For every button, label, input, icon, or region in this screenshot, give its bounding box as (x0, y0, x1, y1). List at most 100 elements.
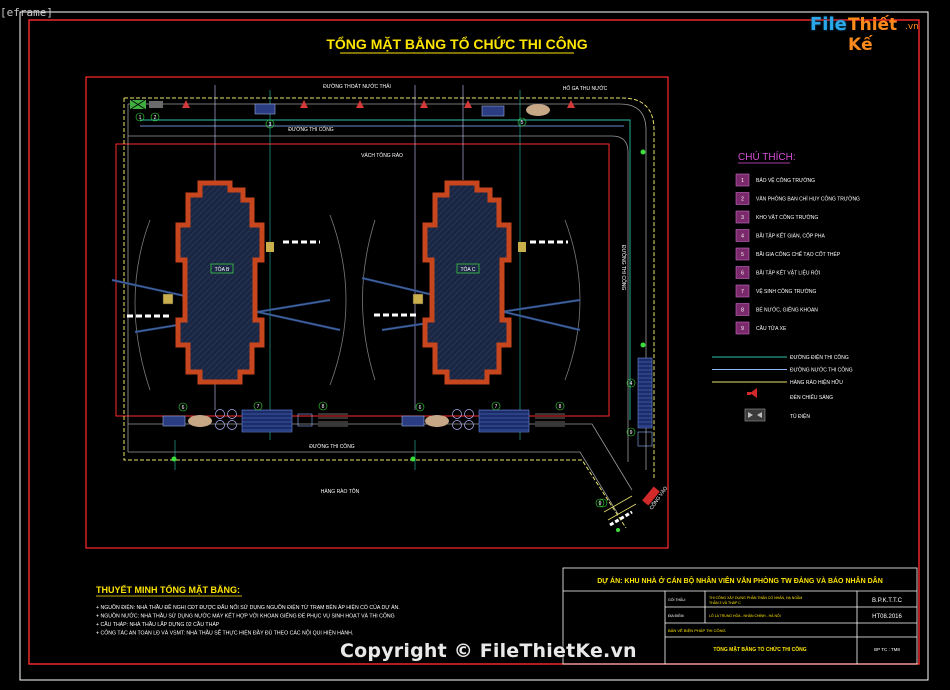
marker-right-2: 9 (595, 498, 605, 508)
marker-right-1: 9 (626, 427, 636, 437)
legend-num: 8 (741, 308, 744, 314)
title-block (562, 567, 918, 665)
marker-top-2: 3 (265, 119, 275, 129)
building-a (175, 180, 265, 385)
svg-text:ĐỊA ĐIỂM:: ĐỊA ĐIỂM: (668, 613, 684, 618)
svg-text:8: 8 (322, 404, 325, 410)
hoist-1 (266, 242, 274, 252)
legend-label: BÃI TẬP KẾT GIÀN, CỐP PHA (756, 233, 825, 240)
legend-lines: ĐƯỜNG ĐIỆN THI CÔNG ĐƯỜNG NƯỚC THI CÔNG HÀ… (712, 353, 853, 386)
legend-num: 1 (741, 178, 744, 184)
fence-bottom (123, 98, 627, 529)
gate-area: CỔNG VÀO (598, 485, 669, 532)
notes-heading: THUYẾT MINH TỔNG MẶT BẰNG: (96, 584, 240, 595)
svg-text:BẢN VẼ BIỆN PHÁP THI CÔNG: BẢN VẼ BIỆN PHÁP THI CÔNG (668, 628, 726, 633)
entrance-label: HÀNG RÀO TÔN (321, 488, 360, 495)
road-top-outer (128, 103, 647, 470)
top-facilities (130, 99, 575, 117)
right-storage (637, 357, 653, 429)
legend-num: 2 (741, 197, 744, 203)
legend-item-3: 3 KHO VẬT CÔNG TRƯỜNG (735, 210, 818, 224)
legend-symbol-lamp: ĐÈN CHIẾU SÁNG (790, 394, 833, 401)
legend-label: VỆ SINH CÔNG TRƯỜNG (756, 287, 817, 295)
legend-num: 9 (741, 326, 744, 332)
svg-text:4: 4 (630, 381, 633, 387)
legend-item-1: 1 BẢO VỆ CÔNG TRƯỜNG (735, 173, 815, 187)
svg-text:8: 8 (559, 404, 562, 410)
drawing-frame (28, 19, 920, 665)
svg-text:HÀNG RÀO HIỆN HỮU: HÀNG RÀO HIỆN HỮU (790, 378, 843, 386)
copyright-watermark: Copyright © FileThietKe.vn (340, 640, 637, 662)
legend-num: 3 (741, 215, 744, 221)
bo-ga-label: HỐ GA THU NƯỚC (563, 85, 608, 92)
legend-heading: CHÚ THÍCH: (738, 150, 796, 163)
svg-text:B.P.K.T.T.C: B.P.K.T.T.C (872, 598, 903, 604)
project-name: DỰ ÁN: KHU NHÀ Ở CÁN BỘ NHÂN VIÊN VĂN PH… (597, 576, 883, 585)
site-boundary (85, 76, 669, 549)
legend-line-1: ĐƯỜNG NƯỚC THI CÔNG (712, 367, 853, 374)
note-line-3: + CÔNG TÁC AN TOÀN LĐ VÀ VSMT: NHÀ THẦU … (96, 629, 353, 637)
crane-arc-left-a (134, 219, 151, 391)
legend-label: BÃI GIA CÔNG CHẾ TẠO CỐT THÉP (756, 251, 841, 258)
legend-item-7: 7 VỆ SINH CÔNG TRƯỜNG (735, 284, 817, 298)
svg-text:9: 9 (630, 430, 633, 436)
road-top-inner (128, 135, 629, 462)
legend-item-8: 8 BỂ NƯỚC, GIẾNG KHOAN (735, 303, 818, 316)
legend-item-4: 4 BÃI TẬP KẾT GIÀN, CỐP PHA (735, 229, 825, 242)
svg-text:LÔ 1A TRUNG HÒA - NHÂN CHÍNH -: LÔ 1A TRUNG HÒA - NHÂN CHÍNH - HÀ NỘI (709, 613, 781, 618)
note-line-1: + NGUỒN NƯỚC: NHÀ THẦU SỬ DỤNG NƯỚC MÁY … (96, 613, 395, 620)
building-b-label: TÒA C (460, 266, 475, 273)
legend-label: KHO VẬT CÔNG TRƯỜNG (756, 214, 818, 221)
road-bottom-label: ĐƯỜNG THI CÔNG (309, 443, 355, 450)
building-b (422, 180, 512, 385)
drawing-title: TỔNG MẶT BẰNG TỔ CHỨC THI CÔNG (326, 35, 587, 52)
legend-label: BỂ NƯỚC, GIẾNG KHOAN (756, 307, 818, 314)
crane-arc-left-b (329, 214, 347, 386)
legend-num: 7 (741, 289, 744, 295)
drawing-name: TỔNG MẶT BẰNG TỔ CHỨC THI CÔNG (713, 645, 806, 653)
building-a-label: TÒA B (215, 266, 230, 273)
notes-list: + NGUỒN ĐIỆN: NHÀ THẦU ĐỀ NGHỊ CĐT ĐƯỢC … (96, 603, 400, 637)
road-bottom-inner (128, 423, 633, 491)
marker-bottom-1: 7 (253, 401, 263, 411)
svg-text:2: 2 (154, 115, 157, 121)
svg-text:9: 9 (599, 501, 602, 507)
viewport-label: [eframe] (0, 6, 53, 19)
legend-line-2: HÀNG RÀO HIỆN HỮU (712, 378, 843, 386)
legend-symbols: ĐÈN CHIẾU SÁNG TỦ ĐIỆN (744, 388, 833, 422)
marker-bottom-4: 7 (491, 401, 501, 411)
crane-arc-right-a (362, 219, 376, 381)
road-internal-label: ĐƯỜNG THI CÔNG (288, 126, 334, 133)
legend-num: 6 (741, 271, 744, 277)
marker-top-0: 1 (135, 112, 145, 122)
marker-right-0: 4 (626, 378, 636, 388)
svg-text:7: 7 (257, 404, 260, 410)
crane-base-1 (162, 293, 174, 305)
marker-bottom-5: 8 (555, 401, 565, 411)
sheet-border (19, 11, 929, 681)
fence-top (124, 97, 655, 478)
road-top-label: ĐƯỜNG THOÁT NƯỚC THẢI (323, 83, 391, 90)
svg-text:HT08.2016: HT08.2016 (872, 614, 902, 620)
legend-label: BẢO VỆ CÔNG TRƯỜNG (756, 176, 815, 184)
svg-text:THẦN 3 VÀ THÁP C: THẦN 3 VÀ THÁP C (709, 601, 741, 605)
svg-text:THI CÔNG XÂY DỰNG PHẦN THÂN CỐ: THI CÔNG XÂY DỰNG PHẦN THÂN CỐ NHÂN, HẠ … (709, 595, 802, 600)
legend-num: 4 (741, 234, 744, 240)
marker-bottom-0: 6 (178, 402, 188, 412)
svg-text:ĐƯỜNG NƯỚC THI CÔNG: ĐƯỜNG NƯỚC THI CÔNG (790, 367, 853, 374)
svg-text:GÓI THẦU:: GÓI THẦU: (668, 597, 686, 602)
note-line-2: + CẦU THÁP: NHÀ THẦU LẮP DỰNG 02 CẦU THÁ… (96, 620, 220, 628)
marker-top-1: 2 (150, 112, 160, 122)
road-bottom-outer (128, 451, 619, 515)
sheet-number: BP TC : TM8 (874, 647, 900, 652)
legend-num: 5 (741, 252, 744, 258)
svg-text:1: 1 (139, 115, 142, 121)
svg-text:6: 6 (419, 405, 422, 411)
legend-line-0: ĐƯỜNG ĐIỆN THI CÔNG (712, 353, 849, 361)
